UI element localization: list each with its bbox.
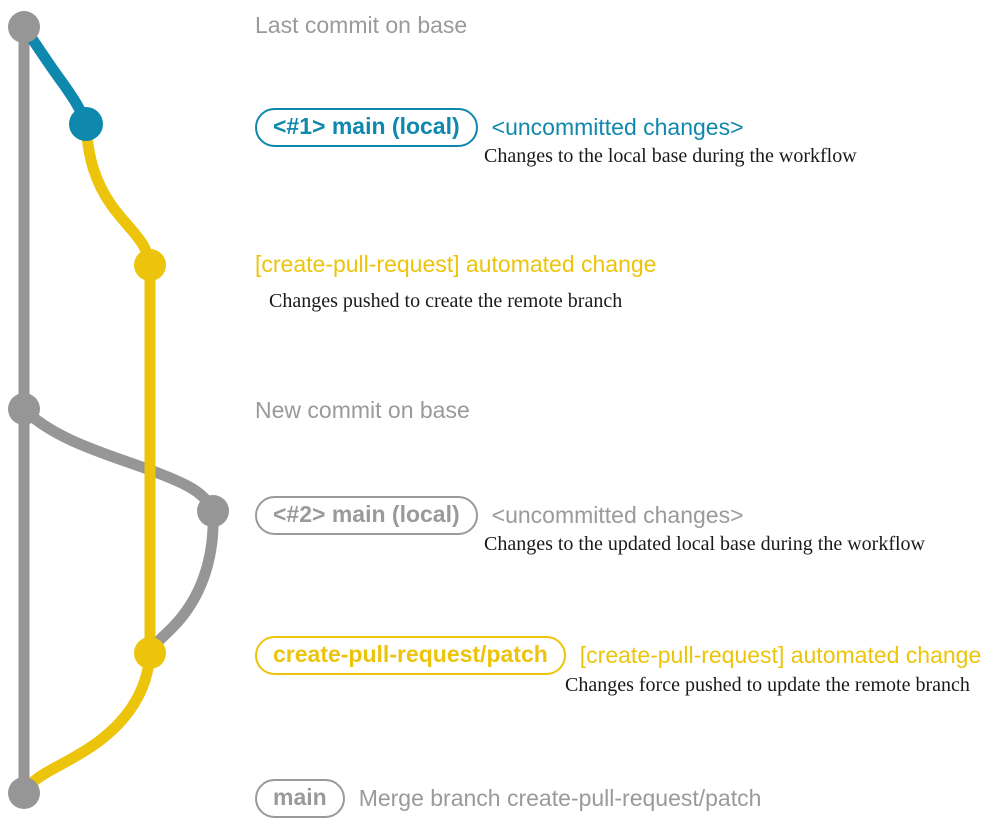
commit-body-local-change-1: Changes to the local base during the wor… [484,145,857,167]
commit-row-automated-change-2: create-pull-request/patch [create-pull-r… [255,636,981,675]
commit-subject-last-commit-on-base: Last commit on base [255,12,468,38]
edge-patch2-to-merge [18,647,156,799]
commit-subject-new-commit-on-base: New commit on base [255,397,470,423]
commit-subject-merge-commit: Merge branch create-pull-request/patch [358,785,762,811]
commit-node-patch-2[interactable] [134,637,166,669]
commit-subject-automated-change-1: [create-pull-request] automated change [255,251,657,277]
commit-nodes [8,11,229,809]
commit-body-automated-change-2: Changes force pushed to update the remot… [565,674,970,696]
commit-subject-local-change-2: <uncommitted changes> [491,502,744,528]
commit-node-patch-1[interactable] [134,249,166,281]
commit-body-automated-change-1: Changes pushed to create the remote bran… [269,290,623,312]
commit-node-base-last[interactable] [8,11,40,43]
commit-node-base-new[interactable] [8,393,40,425]
branch-pill-main-local-1[interactable]: <#1> main (local) [255,108,478,147]
commit-node-merge-main[interactable] [8,777,40,809]
commit-node-local-2[interactable] [197,495,229,527]
branch-pill-main[interactable]: main [255,779,345,818]
commit-subject-automated-change-2: [create-pull-request] automated change [579,642,981,668]
commit-subject-local-change-1: <uncommitted changes> [491,114,744,140]
commit-row-local-change-2: <#2> main (local) <uncommitted changes> [255,496,744,535]
branch-pill-main-local-2[interactable]: <#2> main (local) [255,496,478,535]
commit-row-merge-commit: main Merge branch create-pull-request/pa… [255,779,761,818]
edge-local1-to-patch1 [80,118,156,271]
branch-pill-create-pull-request-patch[interactable]: create-pull-request/patch [255,636,566,675]
commit-node-local-1[interactable] [69,107,103,141]
commit-body-local-change-2: Changes to the updated local base during… [484,533,925,555]
commit-row-local-change-1: <#1> main (local) <uncommitted changes> [255,108,744,147]
